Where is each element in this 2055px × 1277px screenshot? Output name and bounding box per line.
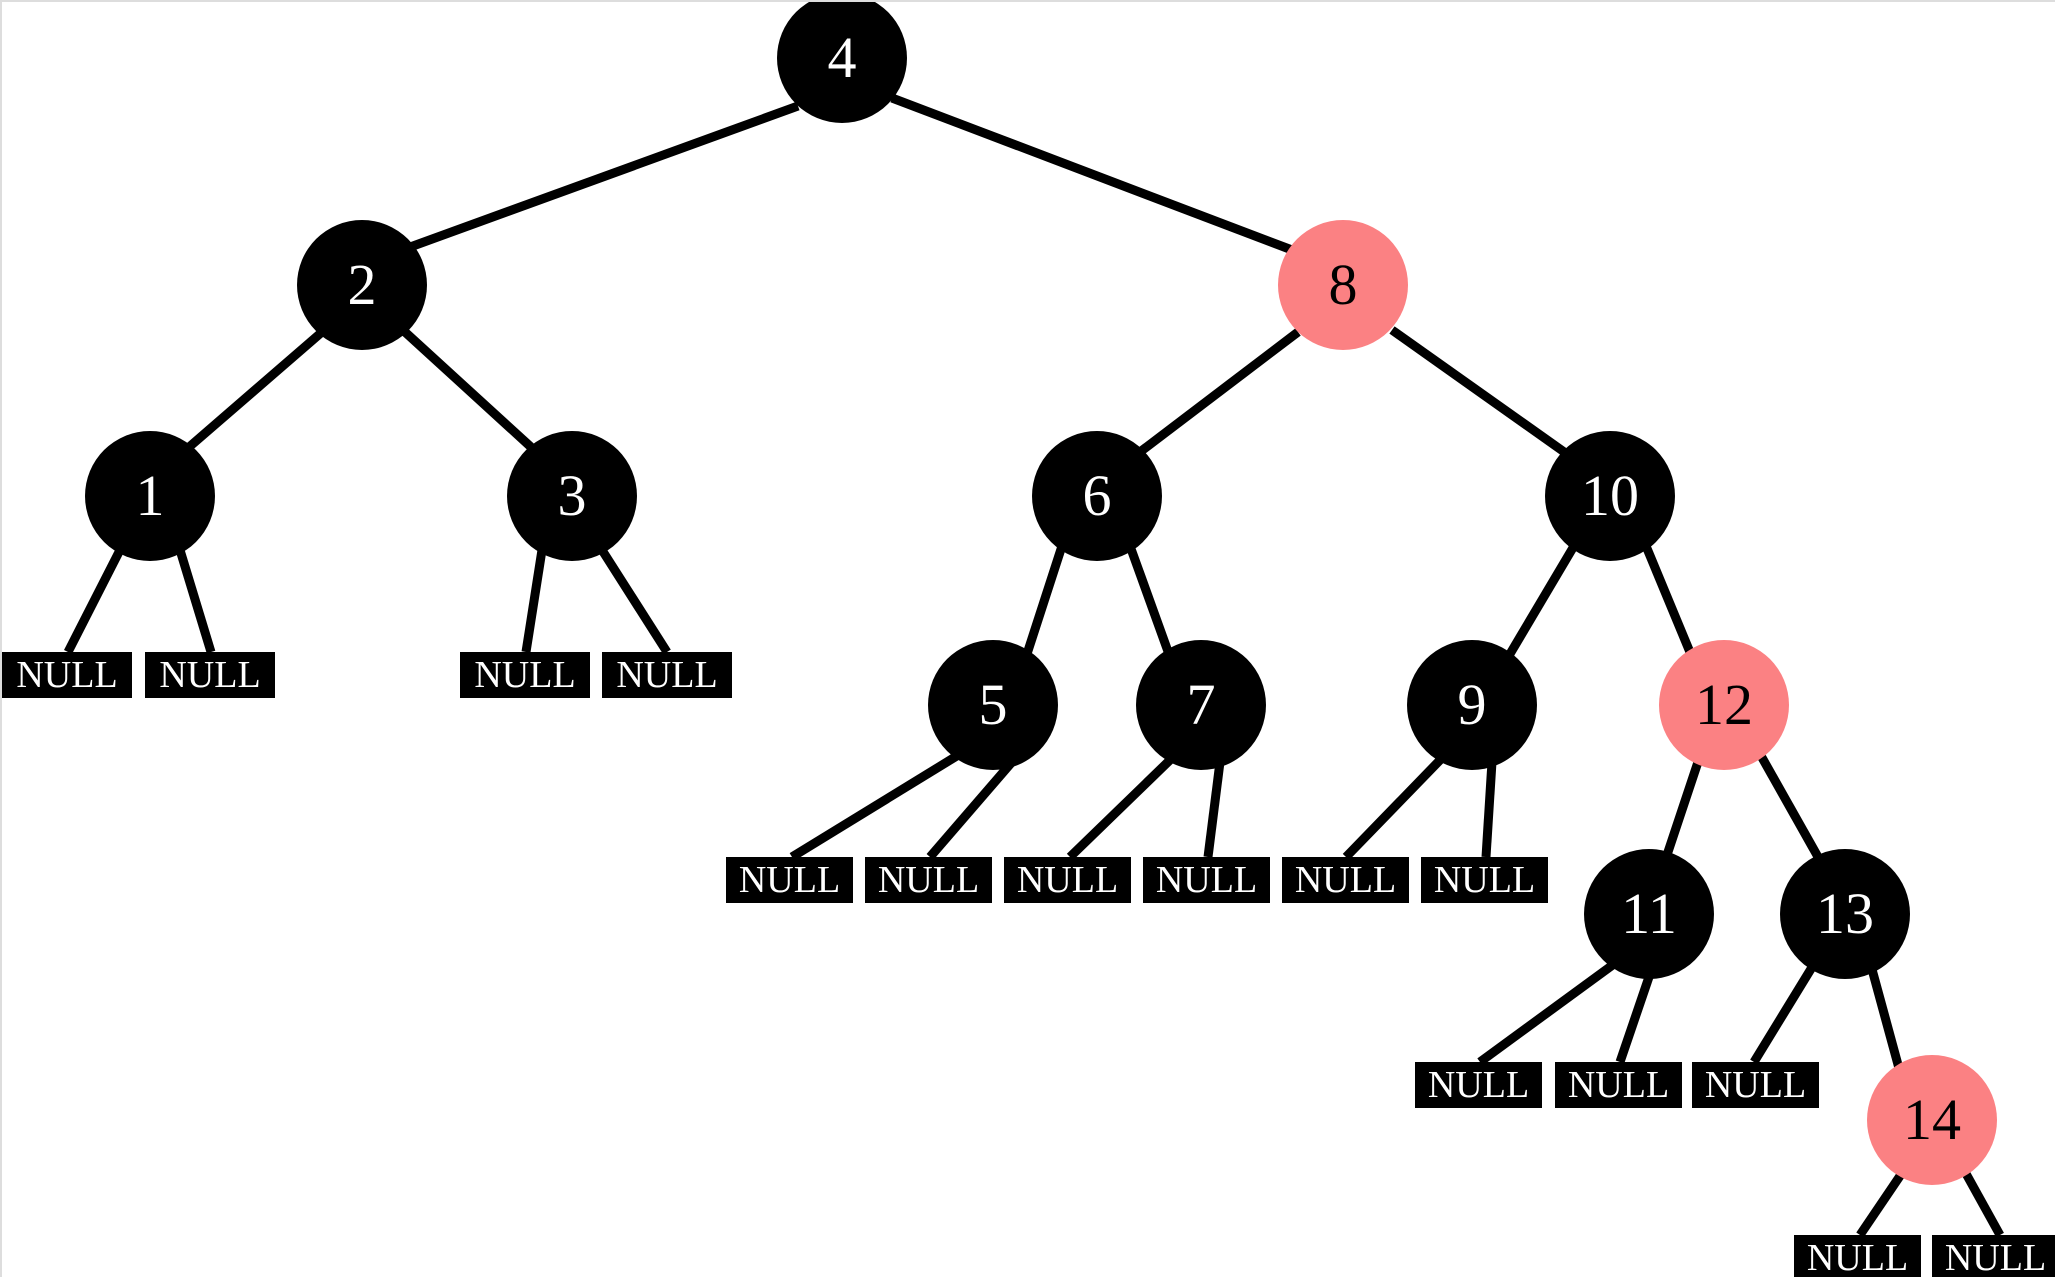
tree-null-leaf: NULL xyxy=(1415,1062,1542,1108)
tree-null-leaf: NULL xyxy=(1692,1062,1819,1108)
tree-edge-n6-n5 xyxy=(1021,544,1067,659)
tree-null-leaf-label: NULL xyxy=(738,859,841,901)
tree-edge-n5-l5 xyxy=(789,750,963,861)
tree-edge-n3-l4 xyxy=(598,547,671,655)
tree-null-leaf: NULL xyxy=(602,652,732,698)
tree-edge-n5-l6 xyxy=(926,759,1016,860)
tree-edge-n8-n10 xyxy=(1389,326,1570,458)
tree-node-10[interactable]: 10 xyxy=(1545,431,1675,561)
tree-node-label: 3 xyxy=(557,463,587,528)
tree-edge-n7-l7 xyxy=(1066,756,1174,861)
tree-node-label: 10 xyxy=(1581,463,1639,528)
tree-node-label: 4 xyxy=(827,25,857,90)
tree-null-leaf: NULL xyxy=(1421,857,1548,903)
tree-edge-n11-l12 xyxy=(1615,972,1655,1064)
tree-null-leaf-label: NULL xyxy=(616,654,718,696)
tree-null-leaf-label: NULL xyxy=(1016,859,1119,901)
tree-null-leaf: NULL xyxy=(1004,857,1131,903)
tree-node-6[interactable]: 6 xyxy=(1032,431,1162,561)
tree-edge-n1-l1 xyxy=(63,547,125,655)
tree-null-leaf: NULL xyxy=(2,652,132,698)
tree-node-label: 7 xyxy=(1186,672,1216,737)
tree-node-label: 9 xyxy=(1457,672,1487,737)
tree-edge-n4-n8 xyxy=(890,93,1294,255)
tree-node-3[interactable]: 3 xyxy=(507,431,637,561)
tree-edge-n10-n12 xyxy=(1641,544,1697,659)
tree-null-leaf: NULL xyxy=(1794,1235,1921,1277)
tree-null-leaf: NULL xyxy=(1143,857,1270,903)
tree-edge-n3-l3 xyxy=(521,549,547,653)
tree-edge-n11-l11 xyxy=(1477,960,1617,1066)
tree-edge-n10-n9 xyxy=(1503,543,1578,662)
tree-node-9[interactable]: 9 xyxy=(1407,640,1537,770)
tree-null-leaf: NULL xyxy=(726,857,853,903)
tree-node-8[interactable]: 8 xyxy=(1278,220,1408,350)
tree-edge-n4-n2 xyxy=(400,101,800,255)
tree-null-leaf: NULL xyxy=(1282,857,1409,903)
tree-node-label: 2 xyxy=(347,252,377,317)
tree-node-13[interactable]: 13 xyxy=(1780,849,1910,979)
tree-null-leaf-label: NULL xyxy=(16,654,118,696)
tree-node-4[interactable]: 4 xyxy=(777,2,907,123)
tree-node-label: 5 xyxy=(978,672,1008,737)
tree-null-leaf-label: NULL xyxy=(1427,1064,1530,1106)
tree-node-label: 14 xyxy=(1903,1087,1961,1152)
tree-null-leaf-label: NULL xyxy=(1294,859,1397,901)
tree-null-leaf: NULL xyxy=(460,652,590,698)
tree-node-label: 8 xyxy=(1328,252,1358,317)
tree-null-leaf-label: NULL xyxy=(877,859,980,901)
tree-node-5[interactable]: 5 xyxy=(928,640,1058,770)
tree-node-label: 6 xyxy=(1082,463,1112,528)
tree-null-leaf: NULL xyxy=(1555,1062,1682,1108)
tree-null-leaf-label: NULL xyxy=(1155,859,1258,901)
tree-edge-n12-n11 xyxy=(1659,754,1705,866)
tree-edge-n9-l9 xyxy=(1342,754,1446,861)
tree-node-label: 12 xyxy=(1695,672,1753,737)
tree-node-label: 11 xyxy=(1621,881,1677,946)
tree-null-leaf-label: NULL xyxy=(1806,1237,1909,1277)
tree-node-14[interactable]: 14 xyxy=(1867,1055,1997,1185)
tree-null-leaf-label: NULL xyxy=(1433,859,1536,901)
tree-node-12[interactable]: 12 xyxy=(1659,640,1789,770)
tree-node-2[interactable]: 2 xyxy=(297,220,427,350)
tree-edge-n13-n14 xyxy=(1865,960,1905,1074)
tree-edge-n2-n1 xyxy=(185,328,325,452)
tree-null-leaf: NULL xyxy=(865,857,992,903)
tree-null-leaf: NULL xyxy=(1932,1235,2055,1277)
tree-null-leaf: NULL xyxy=(145,652,275,698)
tree-null-leaf-label: NULL xyxy=(474,654,576,696)
tree-node-7[interactable]: 7 xyxy=(1136,640,1266,770)
tree-edge-n12-n13 xyxy=(1756,751,1826,867)
tree-edge-n2-n3 xyxy=(401,328,536,452)
tree-edge-n8-n6 xyxy=(1137,328,1301,456)
tree-edge-n13-l13 xyxy=(1750,961,1818,1065)
tree-edge-n7-l8 xyxy=(1203,761,1225,858)
tree-null-leaf-label: NULL xyxy=(159,654,261,696)
tree-node-11[interactable]: 11 xyxy=(1584,849,1714,979)
tree-node-label: 13 xyxy=(1816,881,1874,946)
tree-edge-n9-l10 xyxy=(1481,761,1497,858)
tree-node-label: 1 xyxy=(135,463,165,528)
tree-null-leaf-label: NULL xyxy=(1944,1237,2047,1277)
tree-edge-n14-l14 xyxy=(1856,1167,1908,1238)
tree-null-leaf-label: NULL xyxy=(1567,1064,1670,1106)
tree-edge-n14-l15 xyxy=(1960,1167,2004,1238)
tree-edge-n1-l2 xyxy=(175,548,216,654)
tree-node-1[interactable]: 1 xyxy=(85,431,215,561)
tree-edge-n6-n7 xyxy=(1125,544,1175,659)
tree-null-leaf-label: NULL xyxy=(1704,1064,1807,1106)
